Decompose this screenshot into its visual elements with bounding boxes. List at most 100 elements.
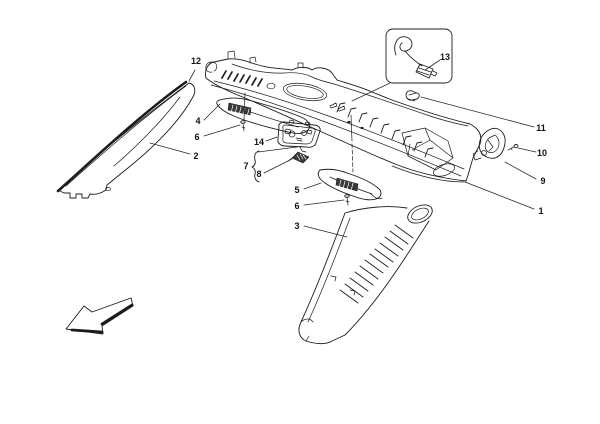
callout-5: 5: [294, 185, 299, 195]
leader-6a: [203, 124, 241, 137]
right-pillar-crease: [307, 217, 351, 323]
leader-2: [149, 142, 191, 155]
leader-11: [420, 96, 535, 128]
visor-left-rail-hatch: [230, 104, 250, 118]
right-pillar-trim: [298, 204, 433, 345]
dome-light-bulb-b: [301, 130, 307, 136]
screw-right: [344, 194, 350, 206]
screw-left: [240, 120, 246, 132]
callout-1: 1: [538, 206, 543, 216]
visor-left-rail: [227, 102, 252, 116]
header-cutout-outer: [282, 82, 328, 102]
callout-11: 11: [536, 123, 546, 133]
leader-4: [203, 103, 221, 121]
left-pillar-hole: [105, 187, 111, 191]
grab-handle-bracket: [472, 150, 482, 161]
roof-panel-flange-tabs: [249, 56, 304, 69]
screw-left-shaft: [241, 122, 246, 132]
leader-8: [263, 158, 293, 174]
leader-14: [265, 136, 278, 142]
left-pillar-trim: [56, 80, 196, 199]
roof-panel-rear-hole: [433, 163, 455, 177]
direction-arrow-outline: [65, 297, 134, 335]
visor-right-outline: [317, 168, 382, 201]
lamp-clip: [287, 151, 310, 164]
dome-light-detail: [284, 128, 313, 142]
visor-left-mount-line: [243, 92, 246, 121]
grab-handle-pivot: [481, 150, 487, 156]
roof-panel-flange-edge: [231, 63, 469, 127]
callout-7: 7: [243, 161, 248, 171]
callout-6-2: 6: [194, 132, 199, 142]
dome-light-tabs: [288, 119, 311, 153]
callout-13: 13: [440, 52, 450, 62]
roof-panel-top-tab: [227, 50, 236, 60]
direction-arrow-thick-shaft: [100, 303, 134, 326]
right-pillar-ribs: [339, 224, 414, 304]
right-pillar-foot-detail: [300, 318, 314, 342]
visor-right-curl: [369, 192, 383, 200]
weatherstrip-12: [56, 80, 188, 193]
roof-panel-wedges: [329, 102, 346, 112]
right-pillar-outline: [298, 206, 430, 345]
sun-visor-left: [216, 97, 310, 134]
roof-panel-rear-lip: [391, 165, 465, 183]
leader-10: [517, 147, 537, 153]
grab-handle-inner: [484, 134, 500, 154]
leader-12: [188, 69, 196, 82]
visor-right-mount-dashed: [351, 143, 354, 173]
leader-9: [504, 161, 537, 180]
callout-9: 9: [540, 176, 545, 186]
leader-13: [424, 59, 441, 71]
dome-light-outline: [277, 121, 321, 148]
leader-6b: [303, 199, 345, 206]
callout-2: 2: [193, 151, 198, 161]
header-cutout-inner: [286, 85, 324, 99]
clip-11-detail: [407, 92, 417, 102]
callout-3: 3: [294, 221, 299, 231]
leader-3: [303, 225, 348, 238]
right-pillar-cap-outer: [407, 204, 433, 224]
screw-right-shaft: [345, 196, 350, 206]
callout-6-8: 6: [294, 201, 299, 211]
lamp-clip-body: [291, 151, 310, 164]
leader-7: [257, 146, 298, 153]
inset-box-frame: [385, 28, 453, 84]
inset-box-leader: [351, 82, 391, 102]
assembly-lines: [243, 92, 354, 173]
visor-right-rail-hatch: [338, 179, 354, 192]
direction-arrow-icon: [65, 297, 134, 335]
callout-14: 14: [254, 137, 264, 147]
left-pillar-inner-line: [113, 96, 181, 167]
screw-10: [507, 144, 519, 151]
clip-11: [405, 90, 420, 102]
right-pillar-clips: [330, 275, 356, 296]
bracket-7: [251, 150, 260, 183]
roof-panel-tip-curl: [205, 61, 218, 73]
leader-1: [464, 181, 535, 210]
roof-panel: [205, 50, 482, 183]
dome-light-inner: [282, 124, 316, 145]
roof-panel-teeth-left: [221, 70, 263, 87]
roof-panel-band-line-b: [213, 80, 465, 170]
wiring-harness: [394, 36, 423, 67]
right-pillar-cap-inner: [411, 207, 429, 221]
roof-panel-blob: [266, 82, 276, 90]
leader-5: [303, 182, 322, 190]
grab-handle: [472, 127, 506, 161]
roof-panel-rivet-a: [347, 120, 351, 124]
callout-8-6: 8: [256, 169, 261, 179]
dome-light: [277, 119, 321, 153]
visor-left-outline: [216, 97, 310, 134]
roof-panel-band-line-a: [210, 84, 462, 177]
screw-10-shaft: [507, 146, 515, 151]
grab-handle-outline: [478, 127, 506, 159]
sun-visor-right: [317, 168, 383, 201]
callout-12: 12: [191, 56, 201, 66]
leader-lines: [149, 59, 537, 238]
visor-right-mount-line: [350, 114, 353, 142]
screw-10-head: [513, 144, 519, 148]
